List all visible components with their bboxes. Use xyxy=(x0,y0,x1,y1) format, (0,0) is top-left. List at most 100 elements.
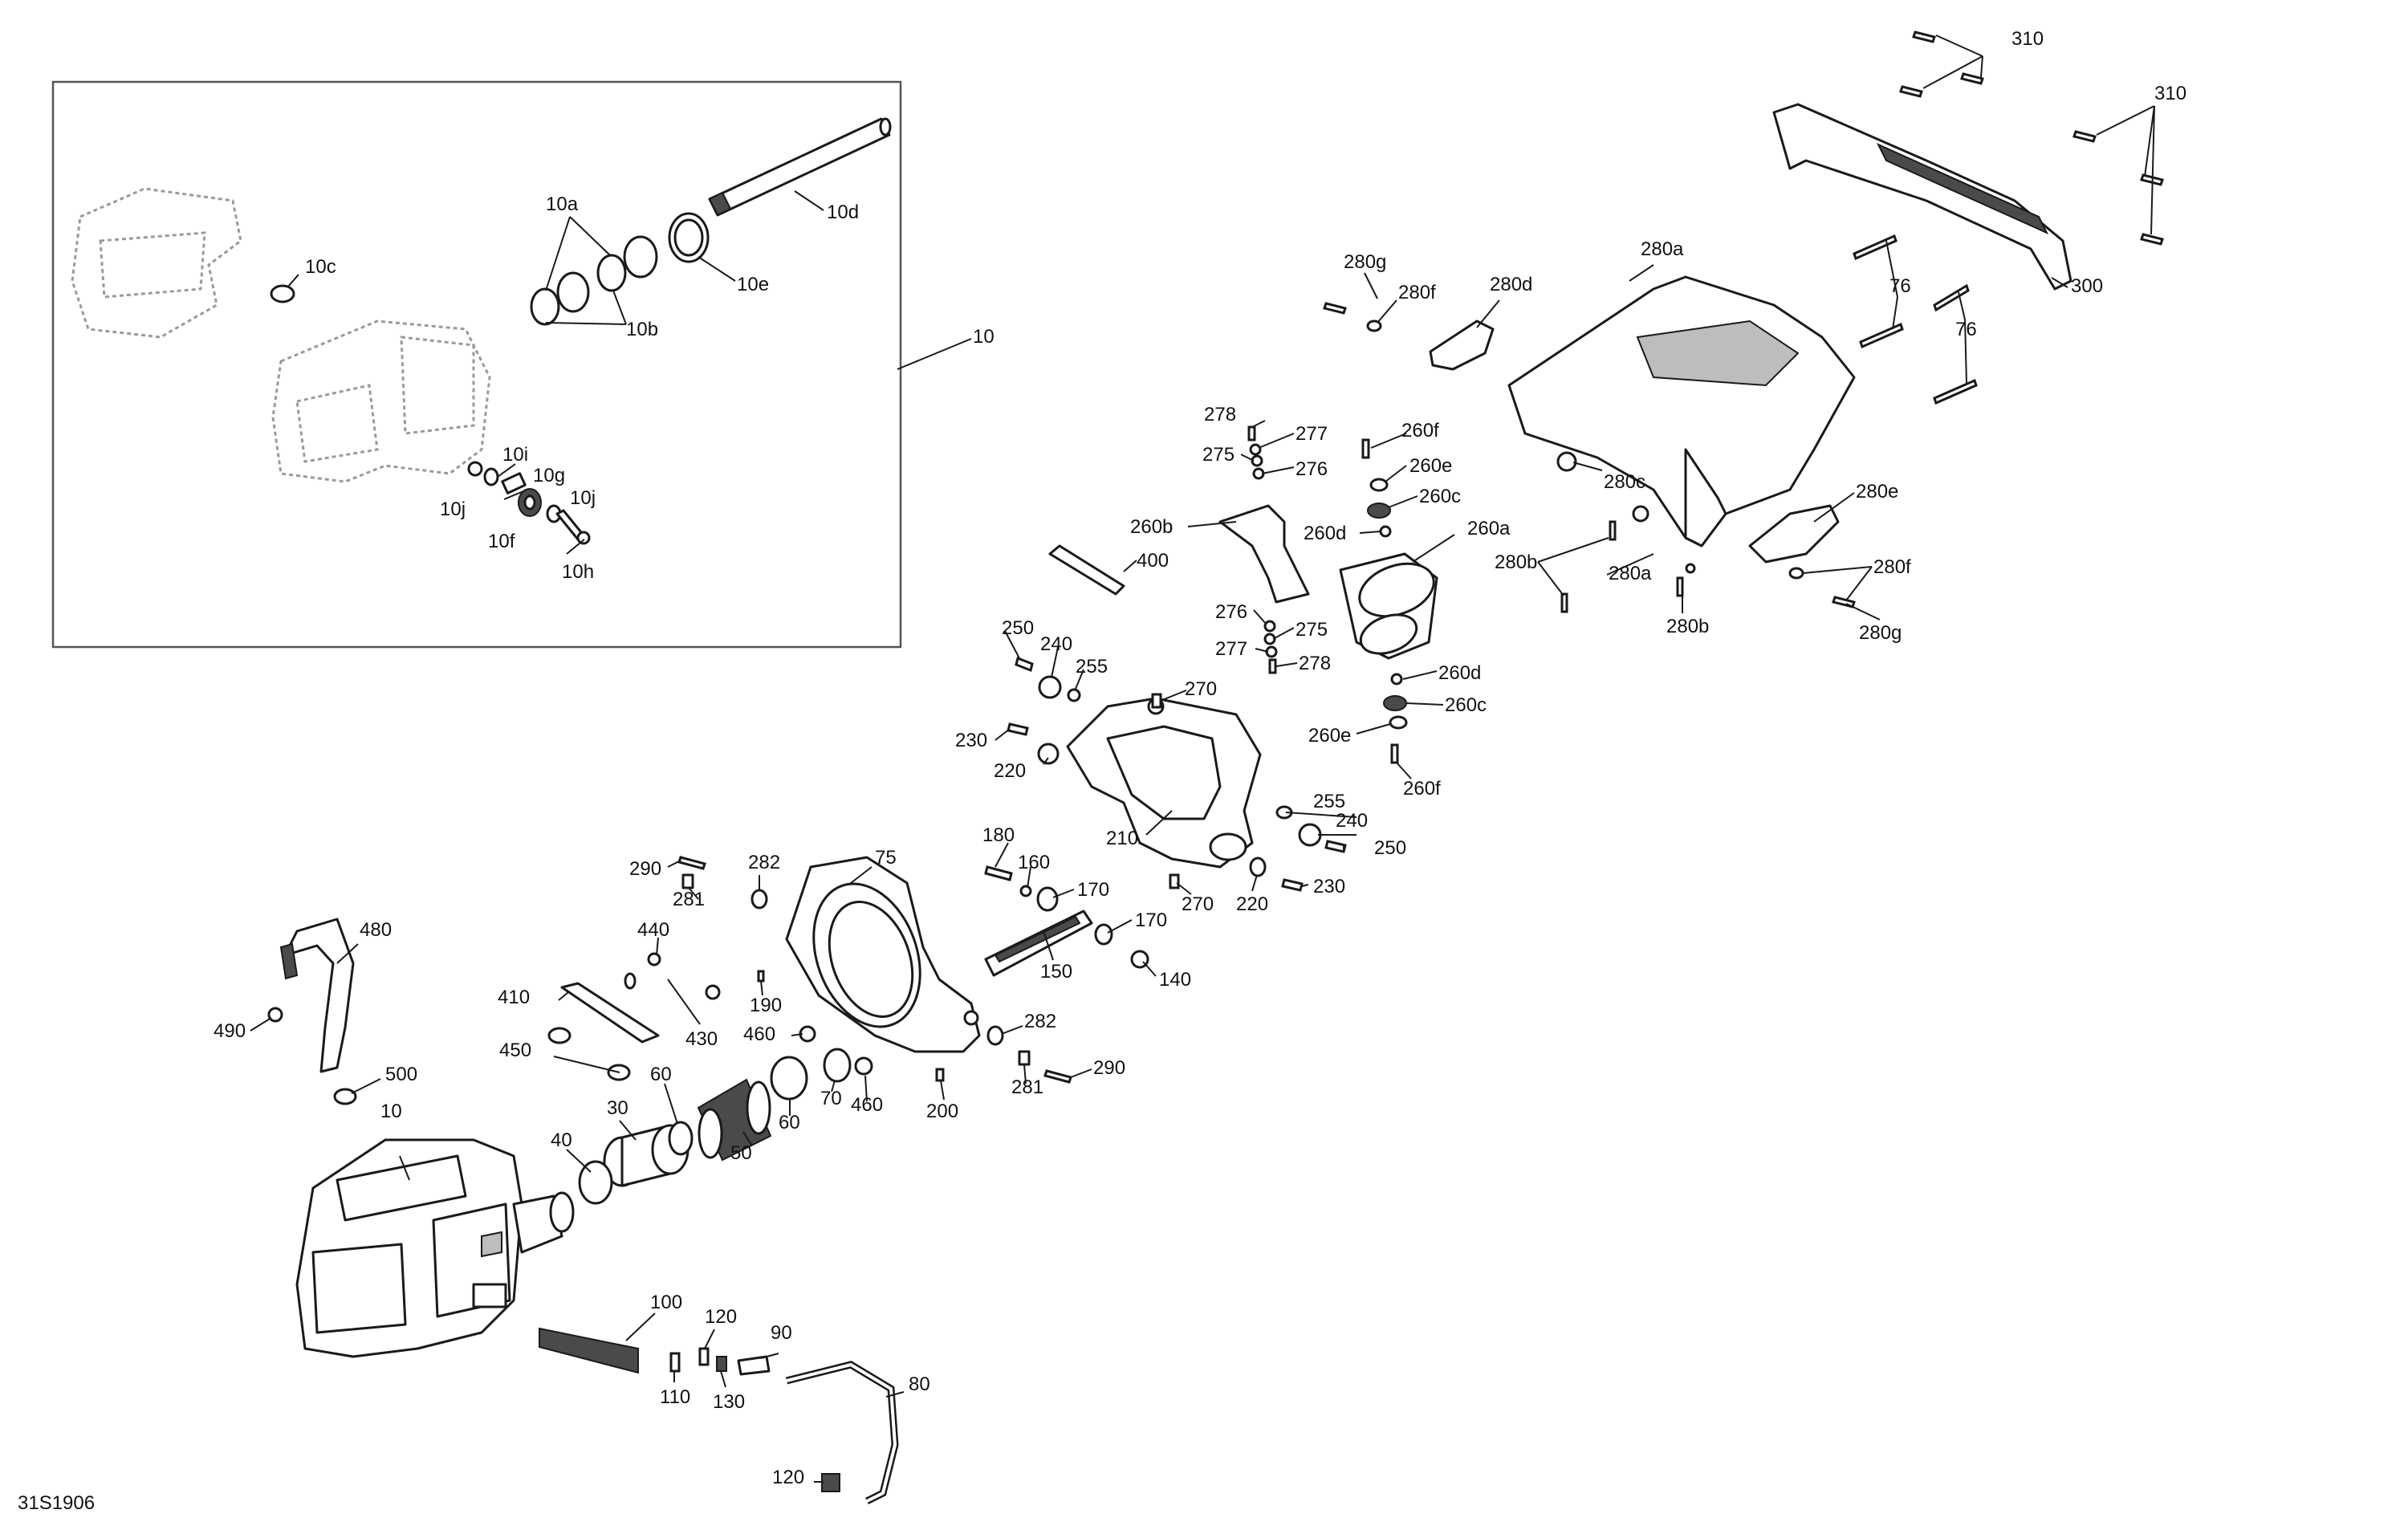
bolt-76b xyxy=(1859,322,1904,349)
callout-label: 277 xyxy=(1296,423,1328,445)
callout-label: 450 xyxy=(499,1040,531,1061)
callout-label: 220 xyxy=(994,760,1026,782)
callout-label: 275 xyxy=(1296,619,1328,641)
callout-label: 240 xyxy=(1336,810,1368,832)
bolt-250a xyxy=(1015,656,1034,673)
callout-label: 310 xyxy=(2154,83,2186,104)
callout-label: 230 xyxy=(955,730,987,751)
nut-260d-b xyxy=(1390,673,1403,686)
callout-label: 76 xyxy=(1889,275,1911,297)
callout-label: 260b xyxy=(1130,516,1173,538)
grommet-280c-b xyxy=(1632,505,1649,523)
bolt-270b xyxy=(1169,873,1180,889)
bolt-200 xyxy=(935,1068,945,1082)
callout-label: 260e xyxy=(1308,725,1351,747)
clamp-70 xyxy=(823,1048,852,1083)
washer-282b xyxy=(986,1025,1004,1046)
callout-label: 76 xyxy=(1955,319,1977,340)
callout-labels: 10 10a 10b 10c 10d 10e 10f 10g 10h 10i 1… xyxy=(18,28,2186,1514)
callout-label: 280b xyxy=(1495,551,1537,573)
callout-label: 282 xyxy=(1024,1011,1056,1032)
bolt-278a xyxy=(1247,425,1256,442)
callout-label: 277 xyxy=(1215,638,1247,660)
bolt-180 xyxy=(984,865,1013,881)
washer-260e-a xyxy=(1369,478,1389,492)
bushing-170b xyxy=(1094,923,1113,946)
boot-50 xyxy=(697,1078,772,1162)
strap-480-end xyxy=(279,942,299,980)
bolt-280a-a xyxy=(1609,520,1617,541)
bolt-310d xyxy=(2072,130,2097,143)
fitting-90 xyxy=(737,1355,771,1376)
callout-label: 10i xyxy=(502,444,528,466)
callout-label: 290 xyxy=(629,858,661,880)
part-130 xyxy=(716,1356,727,1372)
callout-label: 90 xyxy=(771,1322,792,1344)
part-110 xyxy=(669,1352,681,1373)
nut-430 xyxy=(705,984,721,1000)
inset-gearbox-ghost xyxy=(71,187,491,483)
callout-label: 75 xyxy=(875,847,897,869)
bolt-310f xyxy=(2140,233,2164,246)
callout-label: 280g xyxy=(1344,251,1386,273)
callout-label: 280g xyxy=(1859,622,1902,644)
bolt-76d xyxy=(1933,378,1978,405)
clamp-60b xyxy=(770,1056,808,1101)
washer-220b xyxy=(1249,857,1267,877)
bolt-290b xyxy=(1043,1069,1072,1084)
o-ring-10c xyxy=(270,284,295,303)
seal-rings-10a-10b xyxy=(530,235,658,326)
damper-260c-b xyxy=(1383,695,1407,711)
washer-277a xyxy=(1249,443,1262,456)
nut-460b xyxy=(854,1056,873,1076)
callout-label: 10 xyxy=(380,1101,402,1122)
grommet-500 xyxy=(333,1088,357,1105)
callout-label: 275 xyxy=(1202,444,1235,466)
callout-label: 10j xyxy=(570,487,596,509)
callout-label: 460 xyxy=(851,1094,883,1116)
spring-100 xyxy=(539,1327,639,1374)
bracket-400 xyxy=(1048,544,1125,596)
callout-label: 280c xyxy=(1604,471,1645,493)
coupling-30 xyxy=(603,1124,689,1187)
callout-label: 10b xyxy=(626,319,658,340)
callout-label: 110 xyxy=(660,1386,690,1408)
callout-label: 30 xyxy=(607,1097,628,1119)
bolt-250b xyxy=(1324,840,1347,853)
bolt-230b xyxy=(1281,878,1304,892)
callout-label: 430 xyxy=(685,1028,718,1050)
diagram-reference-code: 31S1906 xyxy=(18,1492,95,1514)
shield-280a xyxy=(1507,275,1856,547)
callout-label: 280a xyxy=(1609,563,1652,584)
callout-label: 180 xyxy=(982,824,1015,846)
callout-label: 40 xyxy=(551,1129,572,1151)
callout-label: 260c xyxy=(1445,694,1487,716)
callout-label: 260a xyxy=(1467,518,1511,539)
bolt-280b-b xyxy=(1676,576,1684,597)
bolt-76a xyxy=(1853,234,1898,261)
callout-label: 230 xyxy=(1313,876,1345,897)
callout-label: 70 xyxy=(820,1088,842,1109)
callout-label: 120 xyxy=(772,1467,804,1488)
callout-label: 280d xyxy=(1490,274,1532,295)
bolt-280g-a xyxy=(1323,302,1347,315)
callout-label: 281 xyxy=(1011,1076,1043,1098)
pin-190 xyxy=(757,970,765,983)
callout-label: 280f xyxy=(1398,282,1436,303)
callout-label: 276 xyxy=(1296,458,1328,480)
callout-label: 280f xyxy=(1873,556,1911,578)
housing-plate-75 xyxy=(785,856,981,1053)
callout-label: 440 xyxy=(637,919,669,941)
washer-280f-a xyxy=(1366,319,1382,332)
screw-440 xyxy=(647,952,661,966)
part-120a xyxy=(698,1347,710,1366)
callout-label: 240 xyxy=(1040,633,1072,655)
washer-260e-b xyxy=(1389,715,1408,730)
callout-label: 200 xyxy=(926,1101,958,1122)
bolt-260f-b xyxy=(1390,743,1399,764)
washer-440b xyxy=(624,972,637,990)
callout-label: 10c xyxy=(305,256,336,278)
callout-label: 160 xyxy=(1018,852,1050,873)
callout-label: 255 xyxy=(1313,791,1345,812)
small-parts-10f-10j xyxy=(467,461,591,545)
